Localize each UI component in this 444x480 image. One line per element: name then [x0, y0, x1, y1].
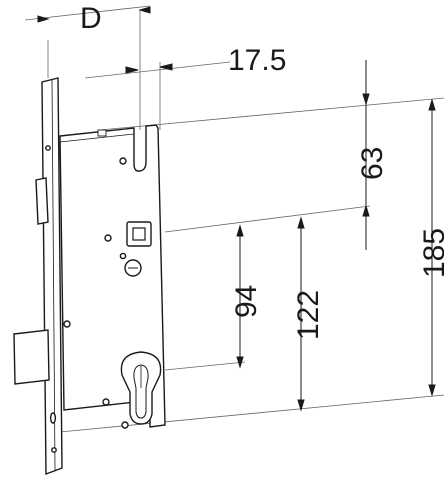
- case-screw-mid: [119, 252, 127, 260]
- dead-bolt: [13, 329, 50, 385]
- arrow-d-right: [138, 6, 151, 14]
- forend-screw-bottom: [51, 447, 57, 453]
- arrow-122-bottom: [297, 399, 305, 412]
- label-spindle-offset: 17.5: [228, 44, 286, 77]
- cylinder-inner: [133, 364, 149, 419]
- case-top-tab: [97, 129, 107, 137]
- label-spindle-to-cylinder: 94: [230, 285, 263, 318]
- dimension-arrows: [37, 6, 436, 412]
- label-overall-height: 185: [418, 228, 444, 278]
- dimension-labels: D 17.5 63 94 122 185: [80, 2, 444, 340]
- arrow-63-bottom: [362, 204, 370, 217]
- spindle-square: [132, 227, 146, 241]
- arrow-185-top: [428, 98, 436, 111]
- latch-bolt: [35, 177, 49, 225]
- case-screw-bottom-left: [102, 398, 110, 406]
- arrow-offset-left: [125, 66, 139, 74]
- latch-bolt-shape: [35, 177, 49, 225]
- top-extension-line: [99, 97, 444, 131]
- cylinder-extension-line: [164, 361, 246, 371]
- case-screw-lower: [63, 320, 71, 328]
- arrow-63-top: [362, 93, 370, 106]
- arrow-185-bottom: [428, 384, 436, 397]
- arrow-94-bottom: [236, 356, 244, 369]
- case-outline: [59, 124, 166, 428]
- case-screw-bottom: [121, 421, 129, 429]
- backset-dimension-line: [24, 5, 151, 21]
- case-top-rim: [59, 133, 135, 143]
- spindle-extension-line: [164, 205, 371, 233]
- case-screw-upper: [119, 157, 127, 165]
- forend-edge: [51, 79, 56, 471]
- dead-bolt-shape: [13, 329, 50, 385]
- forend-slot: [49, 412, 57, 424]
- label-spindle-to-top: 63: [356, 147, 389, 180]
- label-backset: D: [80, 2, 102, 35]
- arrow-d-left: [37, 15, 50, 23]
- forend-plate: [41, 77, 63, 476]
- arrow-122-top: [297, 216, 305, 229]
- extension-lines: [24, 5, 444, 433]
- offset-dimension-line: [84, 61, 231, 79]
- arrow-offset-right: [159, 63, 173, 71]
- label-spindle-to-bottom: 122: [292, 290, 325, 340]
- forend-screw-top: [45, 145, 51, 151]
- arrow-94-top: [236, 224, 244, 237]
- lock-case: [59, 124, 166, 429]
- case-screw-left: [104, 234, 112, 242]
